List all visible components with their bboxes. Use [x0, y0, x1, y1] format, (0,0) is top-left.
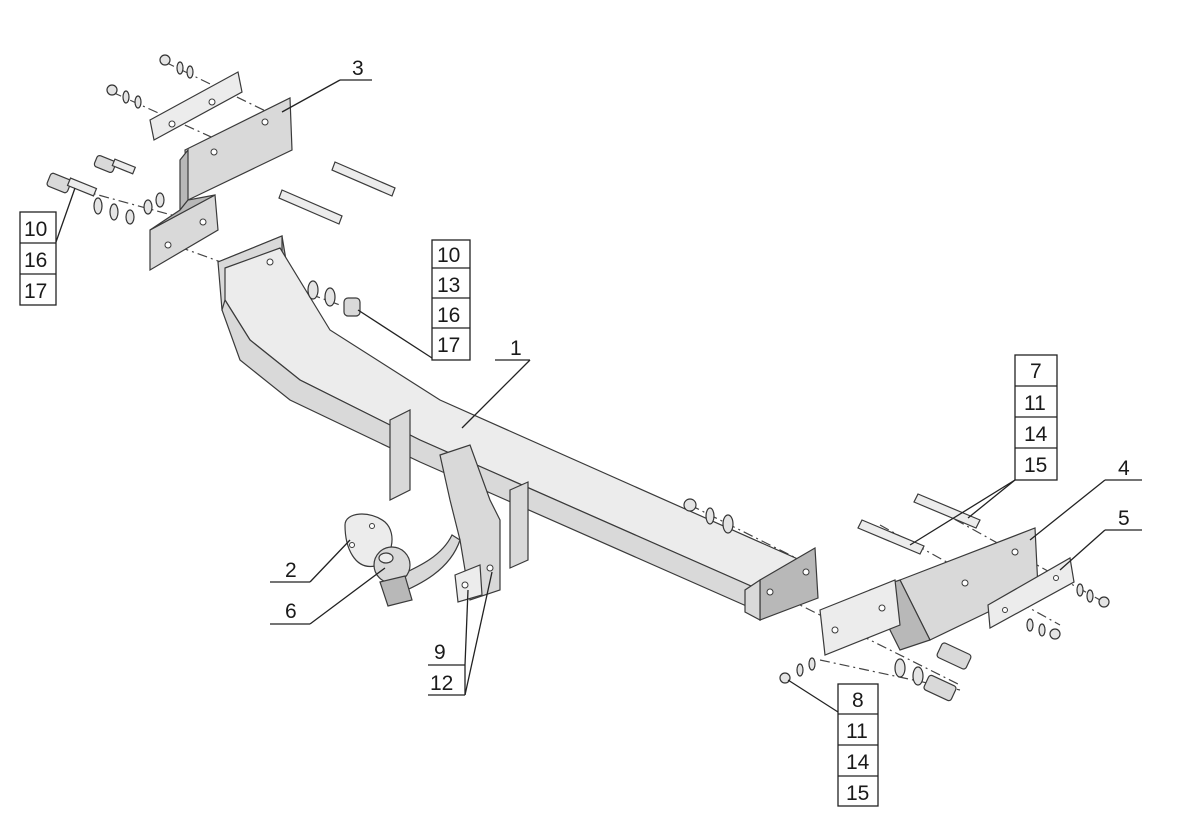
left-mounting-bracket [46, 54, 396, 272]
callout-2: 2 [270, 539, 351, 583]
stack-right-bottom-item-1: 11 [846, 720, 868, 743]
main-crossbar [217, 235, 819, 621]
stack-center-item-1: 13 [437, 274, 460, 297]
callout-stack-center: 10 13 16 17 [357, 239, 471, 361]
callout-1-label: 1 [510, 337, 522, 360]
stack-center-item-2: 16 [437, 304, 460, 327]
stack-right-bottom-item-2: 14 [846, 751, 870, 774]
callout-stack-right-bottom: 8 11 14 15 [787, 679, 879, 807]
stack-right-bottom-item-3: 15 [846, 782, 869, 805]
callout-stack-left: 10 16 17 [19, 187, 76, 306]
callout-6: 6 [270, 567, 386, 625]
stack-right-top-item-0: 7 [1030, 360, 1042, 383]
callout-5-label: 5 [1118, 507, 1130, 530]
callout-6-label: 6 [285, 600, 297, 623]
stack-mid-item-0: 9 [434, 641, 446, 664]
callout-4: 4 [1029, 457, 1142, 541]
stack-left-item-2: 17 [24, 280, 47, 303]
callout-1: 1 [461, 337, 531, 429]
stack-right-top-item-3: 15 [1024, 454, 1047, 477]
right-mounting-bracket [779, 493, 1110, 702]
callout-stack-mid: 9 12 [428, 571, 493, 696]
stack-left-item-1: 16 [24, 249, 47, 272]
center-fasteners [307, 280, 734, 534]
callout-4-label: 4 [1118, 457, 1130, 480]
callout-3: 3 [281, 57, 372, 113]
callout-2-label: 2 [285, 559, 297, 582]
callout-stack-right-top: 7 11 14 15 [909, 354, 1058, 546]
stack-center-item-0: 10 [437, 244, 460, 267]
callout-3-label: 3 [352, 57, 364, 80]
stack-right-top-item-2: 14 [1024, 423, 1048, 446]
tow-hook-assembly [344, 444, 501, 607]
stack-right-top-item-1: 11 [1024, 392, 1046, 415]
callout-5: 5 [1059, 507, 1142, 571]
stack-mid-item-1: 12 [430, 672, 453, 695]
stack-center-item-3: 17 [437, 334, 460, 357]
stack-left-item-0: 10 [24, 218, 47, 241]
stack-right-bottom-item-0: 8 [852, 689, 864, 712]
